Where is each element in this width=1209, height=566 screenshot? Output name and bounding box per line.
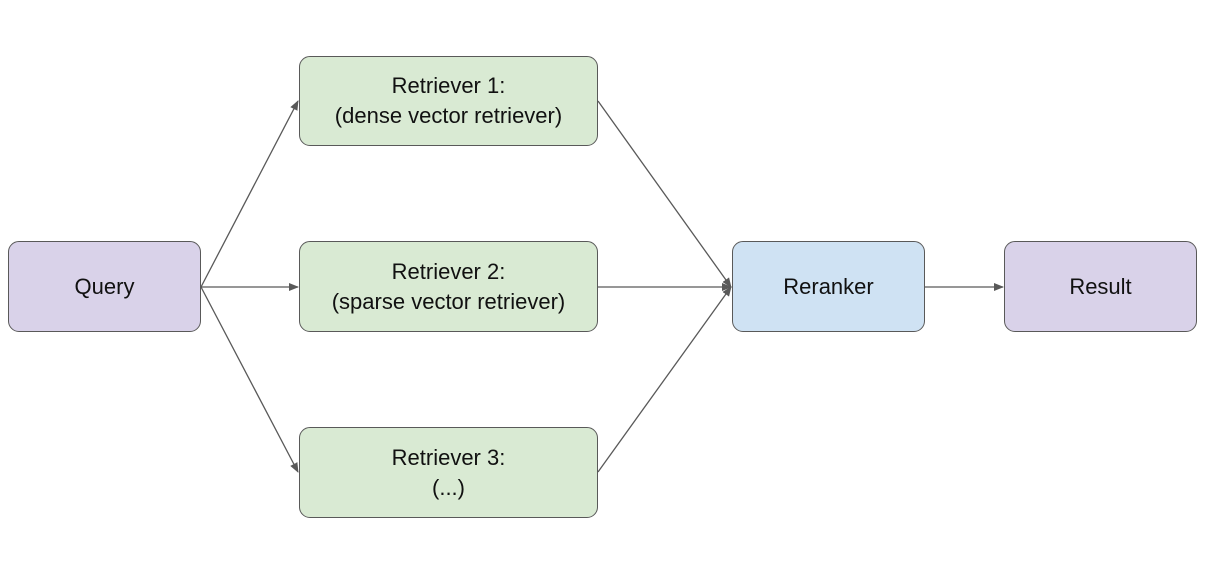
- result-node: Result: [1004, 241, 1197, 332]
- retriever-2-title: Retriever 2:: [391, 258, 506, 284]
- retriever-2-node: Retriever 2: (sparse vector retriever): [299, 241, 598, 332]
- retriever-3-title: Retriever 3:: [391, 444, 506, 470]
- retriever-1-title: Retriever 1:: [391, 73, 506, 98]
- edge-query-to-retriever1: [200, 100, 299, 288]
- query-node: Query: [8, 241, 201, 332]
- retriever-3-subtitle: (...): [432, 474, 465, 500]
- retriever-3-node: Retriever 3: (...): [299, 427, 598, 518]
- retriever-1-subtitle: (dense vector retriever): [334, 103, 563, 128]
- query-label: Query: [74, 273, 135, 299]
- edge-query-to-retriever3: [200, 286, 299, 473]
- reranker-label: Reranker: [783, 273, 874, 299]
- result-label: Result: [1069, 273, 1132, 299]
- retriever-1-node: Retriever 1: (dense vector retriever): [299, 56, 598, 146]
- edge-retriever3-to-reranker: [597, 286, 732, 473]
- edge-retriever1-to-reranker: [597, 100, 732, 288]
- retriever-2-subtitle: (sparse vector retriever): [331, 288, 566, 314]
- reranker-node: Reranker: [732, 241, 925, 332]
